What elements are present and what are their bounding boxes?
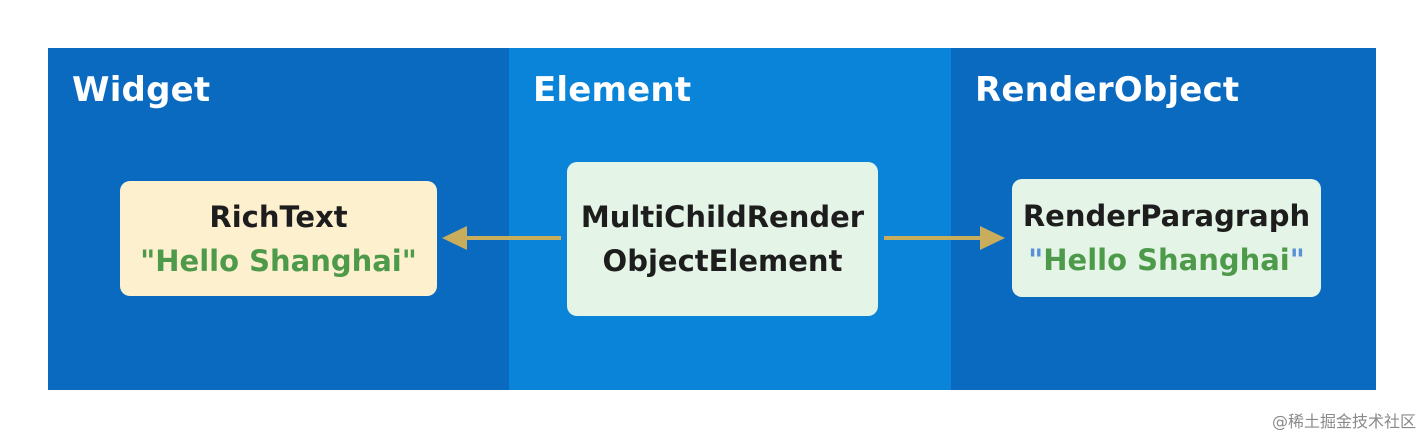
renderobject-column: RenderObject RenderParagraph "Hello Shan… bbox=[951, 48, 1376, 390]
close-quote: " bbox=[1289, 243, 1305, 277]
element-column: Element MultiChildRender ObjectElement bbox=[509, 48, 951, 390]
renderparagraph-string: Hello Shanghai bbox=[1043, 243, 1290, 277]
element-column-title: Element bbox=[533, 70, 692, 110]
arrow-to-renderobject bbox=[884, 226, 1005, 250]
renderobject-column-title: RenderObject bbox=[975, 70, 1240, 110]
renderparagraph-node-value: "Hello Shanghai" bbox=[1028, 238, 1305, 282]
element-node-line1: MultiChildRender bbox=[580, 200, 865, 234]
richtext-node-name: RichText bbox=[209, 199, 348, 234]
richtext-node-value: "Hello Shanghai" bbox=[140, 243, 417, 278]
renderparagraph-node-name: RenderParagraph bbox=[1022, 199, 1311, 233]
open-quote: " bbox=[1028, 243, 1044, 277]
element-node-line2: ObjectElement bbox=[602, 244, 843, 278]
richtext-node: RichText "Hello Shanghai" bbox=[120, 181, 437, 296]
widget-element-renderobject-diagram: Widget RichText "Hello Shanghai" Element… bbox=[48, 48, 1376, 390]
widget-column-title: Widget bbox=[72, 70, 211, 110]
widget-column: Widget RichText "Hello Shanghai" bbox=[48, 48, 509, 390]
renderparagraph-node: RenderParagraph "Hello Shanghai" bbox=[1012, 179, 1321, 297]
arrow-to-widget bbox=[442, 226, 561, 250]
multichildrenderobjectelement-node: MultiChildRender ObjectElement bbox=[567, 162, 878, 316]
watermark: @稀土掘金技术社区 bbox=[1271, 412, 1416, 431]
